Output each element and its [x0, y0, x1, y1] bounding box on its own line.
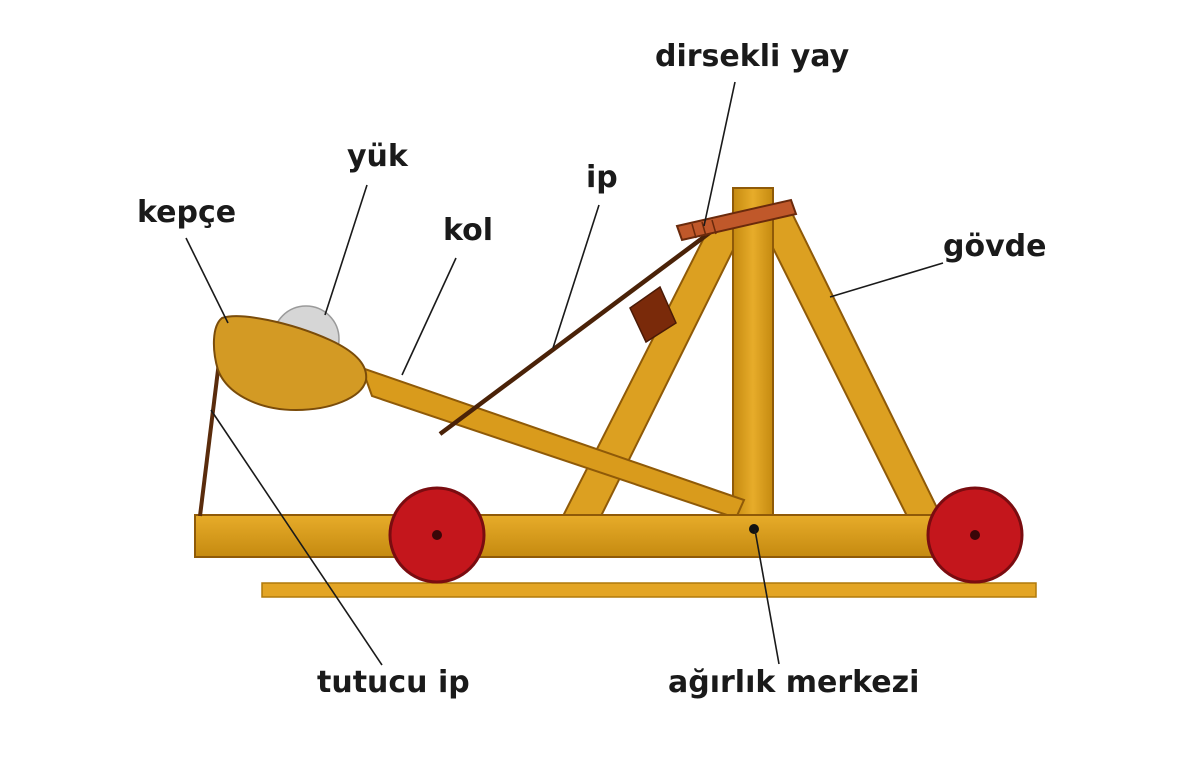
leader-govde — [829, 262, 944, 298]
center-of-gravity-dot — [749, 524, 759, 534]
base-beam — [194, 514, 994, 558]
leader-kol — [401, 257, 457, 376]
leader-ip — [552, 204, 600, 349]
right-wheel-hub — [970, 530, 980, 540]
frame-rear-leg — [756, 203, 944, 519]
label-kol: kol — [443, 213, 494, 248]
leader-tutucu-ip — [210, 409, 383, 666]
holding-rope — [198, 361, 221, 517]
launch-rope — [438, 226, 718, 436]
label-agirlik-merkezi: ağırlık merkezi — [668, 665, 920, 700]
label-kepce: kepçe — [137, 195, 237, 230]
spring-winding — [691, 223, 697, 239]
leader-agirlik-merkezi — [754, 529, 780, 665]
leader-lines — [185, 81, 944, 666]
torsion-spring — [675, 198, 798, 242]
label-yuk: yük — [347, 139, 408, 174]
left-wheel-hub — [432, 530, 442, 540]
leader-kepce — [185, 237, 229, 324]
ground-strip — [261, 582, 1037, 598]
bucket — [212, 315, 368, 412]
spring-winding — [711, 219, 717, 235]
leader-dirsekli-yay — [703, 81, 736, 227]
leader-yuk — [324, 184, 368, 316]
label-tutucu-ip: tutucu ip — [317, 665, 470, 700]
label-govde: gövde — [943, 229, 1047, 264]
stopper-block — [629, 285, 677, 344]
central-post — [732, 187, 774, 519]
label-dirsekli-yay: dirsekli yay — [655, 39, 850, 74]
label-ip: ip — [586, 160, 618, 195]
spring-winding — [701, 221, 707, 237]
